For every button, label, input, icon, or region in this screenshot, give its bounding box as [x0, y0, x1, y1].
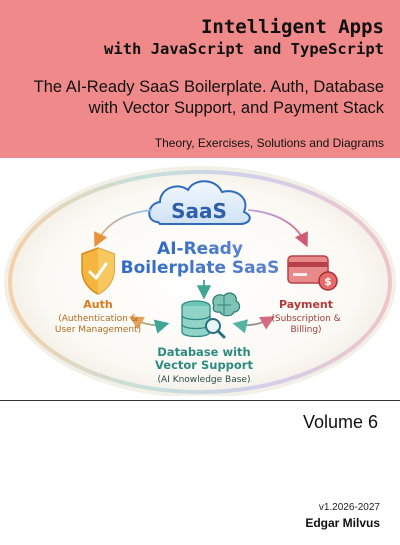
divider-line: [0, 400, 400, 401]
author-name: Edgar Milvus: [305, 516, 380, 530]
cover-header: Intelligent Apps with JavaScript and Typ…: [0, 0, 400, 158]
cloud-label: SaaS: [171, 199, 227, 223]
cloud-icon: SaaS: [148, 180, 251, 225]
book-title-line1: Intelligent Apps: [200, 16, 384, 38]
payment-desc-line2: Billing): [290, 325, 321, 335]
auth-desc-line2: User Management): [55, 325, 141, 335]
auth-title: Auth: [83, 298, 112, 311]
arrow-cloud-to-auth: [94, 209, 153, 248]
database-title-line2: Vector Support: [155, 358, 253, 372]
arrow-database-payment: [232, 316, 276, 334]
subtitle-line2: with Vector Support, and Payment Stack: [88, 99, 384, 117]
subtitle-line1: The AI-Ready SaaS Boilerplate. Auth, Dat…: [33, 78, 384, 96]
volume-label: Volume 6: [302, 412, 378, 432]
svg-text:$: $: [324, 275, 332, 288]
database-desc: (AI Knowledge Base): [158, 375, 251, 385]
magnifier-icon: [205, 318, 226, 339]
version-label: v1.2026-2027: [318, 502, 380, 513]
glow-background: [4, 166, 396, 398]
book-title-line2: with JavaScript and TypeScript: [104, 40, 384, 58]
credit-card-icon: [287, 255, 329, 284]
cover-diagram: SaaS AI-Ready Boilerplate SaaS Auth (Aut…: [0, 166, 400, 398]
database-icon: [181, 300, 211, 338]
payment-desc-line1: (Subscription &: [271, 314, 340, 324]
auth-desc-line1: (Authentication &: [58, 314, 137, 324]
gradient-ring: [8, 170, 392, 394]
book-tagline: Theory, Exercises, Solutions and Diagram…: [154, 136, 384, 150]
arrow-auth-database: [128, 316, 170, 334]
center-title-line2: Boilerplate SaaS: [121, 258, 280, 278]
database-title-line1: Database with: [157, 345, 250, 359]
payment-title: Payment: [279, 298, 333, 311]
brain-icon: [212, 292, 241, 317]
book-subtitle: The AI-Ready SaaS Boilerplate. Auth, Dat…: [4, 77, 384, 119]
saas-diagram: SaaS AI-Ready Boilerplate SaaS Auth (Aut…: [0, 166, 400, 398]
arrow-cloud-to-payment: [247, 209, 308, 248]
shield-icon: [81, 247, 115, 295]
dollar-coin-icon: $: [318, 271, 338, 291]
center-title-line1: AI-Ready: [157, 239, 243, 259]
